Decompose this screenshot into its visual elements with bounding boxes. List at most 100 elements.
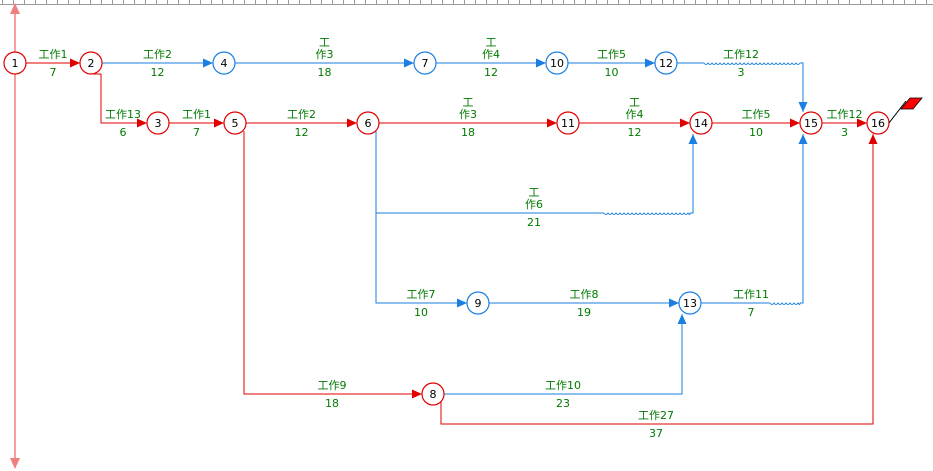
node-label: 13 [683, 297, 697, 310]
activity-name: 工作7 [407, 288, 436, 301]
activity-name: 作4 [626, 108, 644, 121]
activity-12-15 [677, 62, 808, 112]
free-float-wave [769, 302, 801, 305]
flag-pole [888, 100, 907, 124]
activity-name: 工作2 [143, 48, 172, 61]
activity-name: 工作1 [39, 48, 68, 61]
activity-duration: 18 [318, 66, 332, 79]
activity-name: 工 [529, 186, 540, 199]
time-axis [10, 3, 20, 469]
node-3: 3 [146, 111, 170, 135]
activity-name: 工作5 [742, 108, 771, 121]
node-circle [545, 51, 569, 75]
node-circle [79, 51, 103, 75]
activity-duration: 3 [841, 126, 848, 139]
activity-10-12 [568, 58, 655, 68]
node-circle [556, 111, 580, 135]
activity-name: 作3 [316, 48, 334, 61]
activity-name: 工作12 [827, 108, 863, 121]
node-7: 7 [413, 51, 437, 75]
node-label: 6 [365, 117, 372, 130]
node-1: 1 [3, 51, 27, 75]
node-5: 5 [223, 111, 247, 135]
activity-13-15 [701, 134, 808, 305]
node-label: 1 [12, 57, 19, 70]
activity-name: 工作5 [597, 48, 626, 61]
node-label: 10 [550, 57, 564, 70]
activity-name: 工作11 [733, 288, 769, 301]
node-8: 8 [421, 382, 445, 406]
activity-2-3 [91, 73, 147, 128]
activity-duration: 12 [151, 66, 165, 79]
activity-name: 工作8 [570, 288, 599, 301]
activity-duration: 12 [628, 126, 642, 139]
node-6: 6 [356, 111, 380, 135]
node-circle [212, 51, 236, 75]
activity-6-9 [375, 131, 467, 308]
activity-duration: 12 [295, 126, 309, 139]
activity-line [800, 62, 804, 112]
activity-name: 工作2 [287, 108, 316, 121]
arrowhead [214, 118, 224, 128]
flag-icon [900, 97, 923, 110]
activity-8-13 [444, 314, 687, 395]
activity-4-7 [235, 58, 414, 68]
arrowhead [798, 102, 808, 112]
node-label: 8 [430, 388, 437, 401]
arrowhead [347, 118, 357, 128]
arrowhead [688, 134, 698, 144]
arrowhead [868, 134, 878, 144]
activity-duration: 18 [461, 126, 475, 139]
arrowhead [536, 58, 546, 68]
node-4: 4 [212, 51, 236, 75]
activity-line [440, 134, 874, 425]
node-label: 5 [232, 117, 239, 130]
activity-14-15 [712, 118, 800, 128]
activity-line [375, 131, 467, 304]
node-circle [466, 291, 490, 315]
activity-8-16 [440, 134, 878, 425]
node-2: 2 [79, 51, 103, 75]
activity-11-14 [579, 118, 690, 128]
activity-name: 工 [463, 96, 474, 109]
activity-duration: 18 [325, 397, 339, 410]
activity-1-2 [26, 58, 80, 68]
node-15: 15 [799, 111, 823, 135]
axis-arrow-down [10, 458, 20, 469]
arrowhead [547, 118, 557, 128]
activity-duration: 19 [577, 306, 591, 319]
activity-duration: 37 [649, 427, 663, 440]
node-14: 14 [689, 111, 713, 135]
node-label: 11 [561, 117, 575, 130]
node-circle [421, 382, 445, 406]
arrowhead [790, 118, 800, 128]
node-label: 7 [422, 57, 429, 70]
arrowhead [669, 298, 679, 308]
node-circle [799, 111, 823, 135]
activity-7-10 [436, 58, 546, 68]
activity-name: 工作13 [105, 108, 141, 121]
activity-5-8 [243, 131, 422, 399]
activity-duration: 7 [50, 66, 57, 79]
activity-duration: 7 [748, 306, 755, 319]
node-circle [356, 111, 380, 135]
activity-name: 工作12 [723, 48, 759, 61]
arrowhead [70, 58, 80, 68]
node-label: 14 [694, 117, 708, 130]
activity-name: 作3 [459, 108, 477, 121]
activity-name: 工作9 [318, 379, 347, 392]
node-circle [223, 111, 247, 135]
node-label: 3 [155, 117, 162, 130]
node-9: 9 [466, 291, 490, 315]
arrowhead [137, 118, 147, 128]
activity-name: 工作27 [638, 409, 674, 422]
activity-line [800, 134, 804, 304]
node-circle [678, 291, 702, 315]
activity-duration: 10 [605, 66, 619, 79]
arrowhead [857, 118, 867, 128]
activity-labels: 工作17工作212工作318工作412工作510工作123工作136工作17工作… [39, 36, 863, 440]
node-label: 4 [221, 57, 228, 70]
node-13: 13 [678, 291, 702, 315]
